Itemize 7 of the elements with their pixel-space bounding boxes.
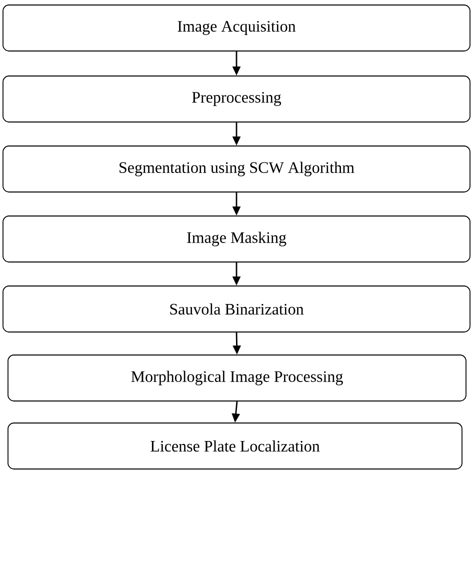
process-box: License Plate Localization <box>8 422 462 470</box>
process-box: Segmentation using SCW Algorithm <box>2 146 470 192</box>
process-box: Sauvola Binarization <box>2 286 470 332</box>
process-box: Image Acquisition <box>2 4 470 52</box>
process-box: Morphological Image Processing <box>8 354 466 402</box>
process-box: Preprocessing <box>2 76 470 122</box>
process-box: Image Masking <box>2 216 470 262</box>
